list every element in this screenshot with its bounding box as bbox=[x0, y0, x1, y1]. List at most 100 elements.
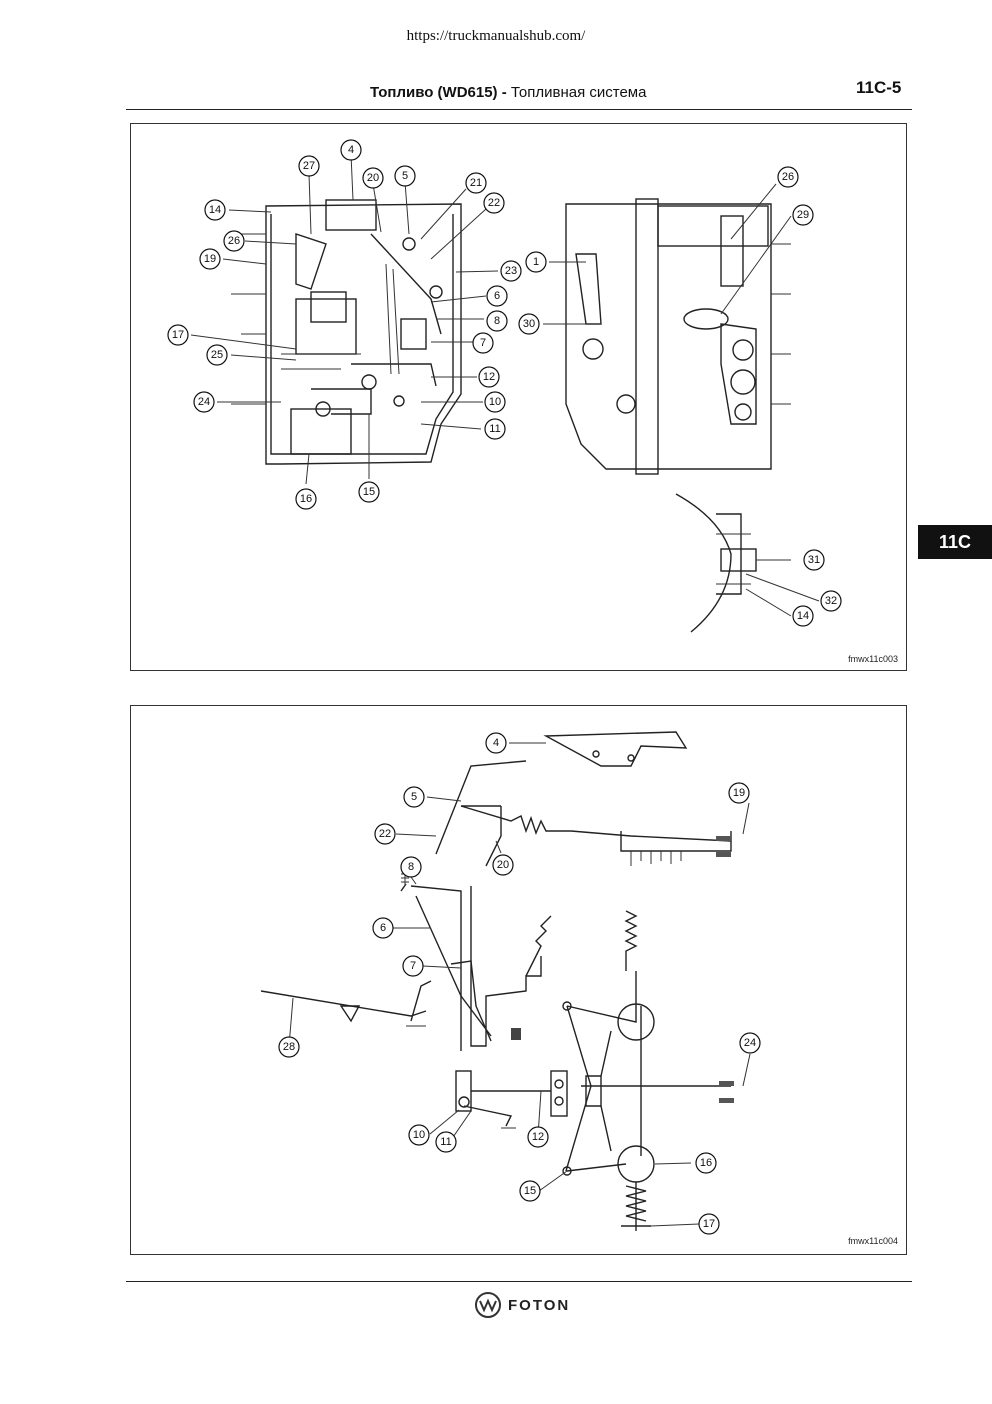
callout-32: 32 bbox=[820, 590, 842, 612]
callout-2-12: 12 bbox=[527, 1126, 549, 1148]
callout-2-19: 19 bbox=[728, 782, 750, 804]
svg-text:25: 25 bbox=[211, 349, 223, 361]
callout-10: 10 bbox=[484, 391, 506, 413]
svg-text:8: 8 bbox=[408, 861, 414, 873]
svg-text:4: 4 bbox=[348, 144, 354, 156]
svg-text:26: 26 bbox=[228, 235, 240, 247]
callout-2-7: 7 bbox=[402, 955, 424, 977]
schematic-linkage bbox=[260, 731, 734, 1231]
callout-20: 20 bbox=[362, 167, 384, 189]
svg-text:21: 21 bbox=[470, 177, 482, 189]
svg-text:22: 22 bbox=[379, 828, 391, 840]
svg-text:24: 24 bbox=[744, 1037, 756, 1049]
figure2-drawing: 4 5 19 22 20 8 6 7 28 24 10 11 12 16 15 … bbox=[260, 731, 761, 1235]
callout-2-24: 24 bbox=[739, 1032, 761, 1054]
callout-24: 24 bbox=[193, 391, 215, 413]
figure2-callouts: 4 5 19 22 20 8 6 7 28 24 10 11 12 16 15 … bbox=[278, 732, 761, 1235]
callout-5: 5 bbox=[394, 165, 416, 187]
header-rule bbox=[126, 109, 912, 110]
callout-27: 27 bbox=[298, 155, 320, 177]
callout-26b: 26 bbox=[777, 166, 799, 188]
svg-text:32: 32 bbox=[825, 595, 837, 607]
svg-text:8: 8 bbox=[494, 315, 500, 327]
source-url[interactable]: https://truckmanualshub.com/ bbox=[406, 28, 586, 44]
svg-text:31: 31 bbox=[808, 554, 820, 566]
svg-text:29: 29 bbox=[797, 209, 809, 221]
page-number: 11C-5 bbox=[856, 78, 902, 97]
svg-text:15: 15 bbox=[363, 486, 375, 498]
callout-12: 12 bbox=[478, 366, 500, 388]
callout-2-6: 6 bbox=[372, 917, 394, 939]
callout-26: 26 bbox=[223, 230, 245, 252]
callout-21: 21 bbox=[465, 172, 487, 194]
callout-2-10: 10 bbox=[408, 1124, 430, 1146]
callout-29: 29 bbox=[792, 204, 814, 226]
svg-text:19: 19 bbox=[204, 253, 216, 265]
callout-4: 4 bbox=[340, 139, 362, 161]
callout-25: 25 bbox=[206, 344, 228, 366]
svg-text:4: 4 bbox=[493, 737, 499, 749]
callout-8: 8 bbox=[486, 310, 508, 332]
svg-text:20: 20 bbox=[497, 859, 509, 871]
svg-text:11: 11 bbox=[489, 423, 500, 435]
figure-governor-schematic: 4 5 19 22 20 8 6 7 28 24 10 11 12 16 15 … bbox=[130, 705, 907, 1255]
callout-14b: 14 bbox=[792, 605, 814, 627]
callout-14: 14 bbox=[204, 199, 226, 221]
svg-text:17: 17 bbox=[172, 329, 184, 341]
callout-31: 31 bbox=[803, 549, 825, 571]
svg-text:14: 14 bbox=[209, 204, 221, 216]
svg-text:12: 12 bbox=[532, 1131, 544, 1143]
page-title: Топливо (WD615) - Топливная система bbox=[370, 84, 646, 101]
svg-text:20: 20 bbox=[367, 172, 379, 184]
svg-text:10: 10 bbox=[413, 1129, 425, 1141]
callout-7: 7 bbox=[472, 332, 494, 354]
figure1-code: fmwx11c003 bbox=[848, 654, 898, 664]
callout-2-11: 11 bbox=[435, 1131, 457, 1153]
callout-30: 30 bbox=[518, 313, 540, 335]
figure2-code: fmwx11c004 bbox=[848, 1236, 898, 1246]
svg-text:16: 16 bbox=[300, 493, 312, 505]
governor-sectional-view bbox=[231, 199, 462, 465]
svg-text:7: 7 bbox=[410, 960, 416, 972]
svg-text:5: 5 bbox=[402, 170, 408, 182]
svg-text:24: 24 bbox=[198, 396, 210, 408]
page-title-bold: Топливо (WD615) - bbox=[370, 84, 507, 101]
callout-2-20: 20 bbox=[492, 854, 514, 876]
callout-2-28: 28 bbox=[278, 1036, 300, 1058]
svg-text:17: 17 bbox=[703, 1218, 715, 1230]
footer-logo: FOTON bbox=[474, 1290, 570, 1320]
footer-brand: FOTON bbox=[508, 1296, 571, 1314]
svg-text:7: 7 bbox=[480, 337, 486, 349]
foton-logo-icon bbox=[475, 1292, 501, 1318]
governor-exterior-view bbox=[565, 198, 791, 475]
svg-text:1: 1 bbox=[533, 256, 539, 268]
svg-text:6: 6 bbox=[494, 290, 500, 302]
svg-text:10: 10 bbox=[489, 396, 501, 408]
svg-text:27: 27 bbox=[303, 160, 315, 172]
svg-text:30: 30 bbox=[523, 318, 535, 330]
svg-text:12: 12 bbox=[483, 371, 495, 383]
page-title-rest: Топливная система bbox=[506, 84, 647, 101]
section-tab[interactable]: 11C bbox=[918, 525, 992, 559]
callout-17: 17 bbox=[167, 324, 189, 346]
svg-text:28: 28 bbox=[283, 1041, 295, 1053]
callout-11: 11 bbox=[484, 418, 506, 440]
svg-text:14: 14 bbox=[797, 610, 809, 622]
detail-cross-section bbox=[675, 493, 757, 633]
callout-2-22: 22 bbox=[374, 823, 396, 845]
callout-16: 16 bbox=[295, 488, 317, 510]
svg-text:6: 6 bbox=[380, 922, 386, 934]
callout-2-5: 5 bbox=[403, 786, 425, 808]
callout-2-17: 17 bbox=[698, 1213, 720, 1235]
svg-text:11: 11 bbox=[440, 1136, 451, 1148]
figure1-leaders bbox=[190, 153, 820, 617]
callout-19: 19 bbox=[199, 248, 221, 270]
figure2-leaders bbox=[288, 742, 751, 1227]
svg-text:15: 15 bbox=[524, 1185, 536, 1197]
callout-2-15: 15 bbox=[519, 1180, 541, 1202]
svg-text:26: 26 bbox=[782, 171, 794, 183]
svg-text:22: 22 bbox=[488, 197, 500, 209]
figure-governor-section: 4 27 20 5 21 22 14 26 19 23 6 8 7 17 25 … bbox=[130, 123, 907, 671]
svg-text:16: 16 bbox=[700, 1157, 712, 1169]
callout-2-4: 4 bbox=[485, 732, 507, 754]
